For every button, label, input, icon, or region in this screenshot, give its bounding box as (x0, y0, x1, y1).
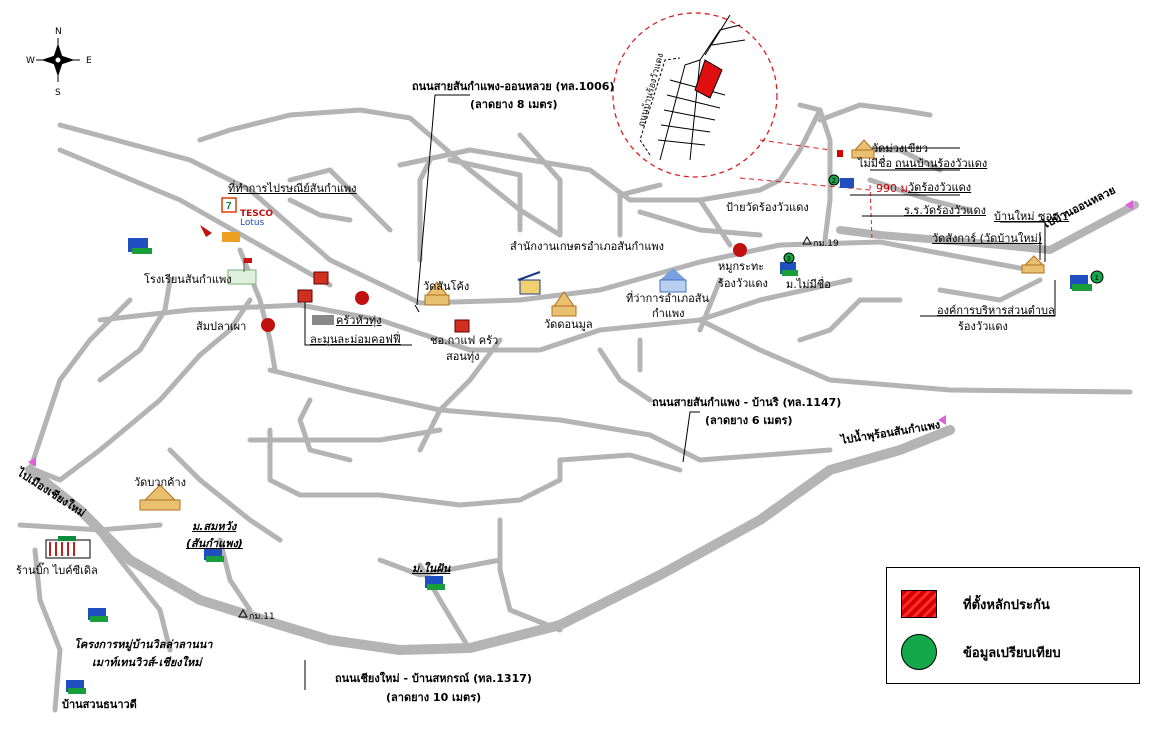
temple-icon-1 (424, 281, 450, 306)
road-1317-width-label: (ลาดยาง 10 เมตร) (386, 691, 482, 704)
label-leaders (304, 94, 1056, 690)
somwang-label-line2: (สันกำแพง) (186, 537, 243, 550)
km19-label: กม.19 (813, 239, 839, 249)
nai-fun-label: ม.ในฝัน (412, 562, 451, 575)
legend-row-collateral: ที่ตั้งหลักประกัน (901, 590, 1050, 618)
comparison-marker-2 (828, 174, 840, 186)
km11-label: กม.11 (249, 612, 275, 622)
agriculture-office-icon (517, 271, 541, 295)
comparison-number-1: 1 (1095, 274, 1099, 282)
temple-icon-4 (851, 139, 875, 159)
suan-tanawadi-label: บ้านสวนธนาวดี (62, 698, 137, 711)
seven-eleven-icon (221, 197, 237, 213)
wat-tonkueng-label: วัดสันโค้ง (423, 280, 470, 293)
wat-bokkang-label: วัดบวกค้าง (134, 476, 187, 489)
village-icon-2 (204, 548, 224, 562)
distance-label: 990 ม. (876, 182, 912, 195)
village-icon-6 (780, 262, 798, 276)
comparison-marker-1 (1090, 270, 1104, 284)
inset-plot-detail (612, 12, 873, 241)
temple-icon-3 (139, 484, 181, 511)
compass-west-label: W (26, 56, 35, 66)
restaurant-icon-3 (454, 319, 470, 333)
tesco-label: TESCO (240, 209, 274, 219)
road-1006-width-label: (ลาดยาง 8 เมตร) (470, 98, 558, 111)
village-icon-1 (128, 238, 152, 254)
school-label: โรงเรียนสันกำแพง (144, 273, 232, 286)
coffee-icon (312, 315, 334, 325)
temple-icon-2 (551, 291, 577, 317)
road-1317-label: ถนนเชียงใหม่ - บ้านสหกรณ์ (ทล.1317) (335, 672, 532, 685)
rong-road-label: ถนนบ้านร้องวัวแดง (895, 157, 988, 170)
wat-donmoon-label: วัดดอนมูล (544, 318, 593, 331)
km-marker-icon-1 (238, 608, 248, 618)
legend-collateral-label: ที่ตั้งหลักประกัน (963, 597, 1050, 613)
bigc-store-icon (45, 536, 91, 559)
wat-rong-label: วัดร้องวัวแดง (908, 181, 972, 194)
red-pin-icon-3 (733, 243, 747, 257)
compass-icon (36, 38, 80, 82)
post-office-label: ที่ทำการไปรษณีย์สันกำแพง (228, 182, 357, 195)
villa-label-line2: เมาท์เทนวิวส์-เชียงใหม่ (92, 656, 202, 669)
direction-arrow-icons (28, 200, 1133, 467)
somwang-label-line1: ม.สมหวัง (192, 520, 237, 533)
ban-mai-mee-sue-label: ไม่มีชื่อ (858, 157, 893, 170)
government-office-icon (659, 268, 687, 293)
comparison-swatch-icon (901, 634, 937, 670)
school-icon (227, 258, 257, 285)
road-1147-label: ถนนสายสันกำแพง - บ้านริ (ทล.1147) (652, 396, 842, 409)
svg-text:7: 7 (226, 201, 232, 212)
village-icon-5 (66, 680, 86, 694)
comparison-number-2: 2 (832, 177, 836, 185)
krua-hua-thung-label: ครัวหัวทุ่ง (336, 314, 382, 327)
shop-icon (222, 232, 240, 242)
sompla-label: ส้มปลาเผา (196, 320, 247, 333)
coffee-label: ละมุนละม่อมคอฟฟี่ (310, 333, 401, 346)
village-icon-7 (1070, 275, 1092, 291)
car-icon (200, 225, 212, 237)
collateral-marker (837, 150, 843, 157)
legend-row-comparison: ข้อมูลเปรียบเทียบ (901, 634, 1061, 670)
cafe-label-line1: ชอ.กาแฟ ครัว (430, 334, 499, 347)
villa-label-line1: โครงการหมู่บ้านวิลล่าลานนา (74, 638, 213, 651)
lotus-label: Lotus (240, 218, 265, 228)
agri-office-label: สำนักงานเกษตรอำเภอสันกำแพง (510, 240, 665, 253)
wat-muang-kiaw-label: วัดม่วงเขียว (872, 142, 929, 155)
comparison-marker-3 (783, 252, 795, 264)
moo-krathae-label-line2: ร้องวัวแดง (718, 277, 768, 290)
compass-south-label: S (55, 88, 61, 98)
compass-east-label: E (86, 56, 92, 66)
mai-mee-sue-label: ม.ไม่มีชื่อ (786, 278, 831, 291)
red-pin-icon-2 (261, 318, 275, 332)
cafe-label-line2: สอนทุ่ง (446, 350, 480, 363)
comparison-number-3: 3 (787, 255, 791, 263)
village-icon-4 (88, 608, 108, 622)
bus-stop-label: ป้ายวัดร้องวัวแดง (726, 201, 809, 214)
km-marker-icon-2 (802, 235, 812, 245)
collateral-swatch-icon (901, 590, 937, 618)
village-icon-8 (840, 178, 854, 188)
restaurant-icon-2 (297, 289, 313, 303)
main-roads (25, 201, 1139, 655)
ban-mai-soi-label: บ้านใหม่ ซอย 1 (994, 210, 1070, 223)
bigc-label: ร้านบิ๊ก ไบค์ซีเดิล (16, 564, 98, 577)
school-rong-label: ร.ร.วัดร้องวัวแดง (904, 204, 986, 217)
sao-label-line1: องค์การบริหารส่วนตำบล (937, 304, 1055, 317)
road-1006-label: ถนนสายสันกำแพง-ออนหลวย (ทล.1006) (412, 80, 615, 93)
legend-comparison-label: ข้อมูลเปรียบเทียบ (963, 645, 1061, 661)
compass-north-label: N (55, 27, 62, 37)
restaurant-icon-1 (313, 271, 329, 285)
map-legend: ที่ตั้งหลักประกัน ข้อมูลเปรียบเทียบ (886, 567, 1140, 684)
road-1147-width-label: (ลาดยาง 6 เมตร) (705, 414, 793, 427)
district-office-label-line2: กำแพง (652, 307, 685, 320)
district-office-label-line1: ที่ว่าการอำเภอสัน (626, 292, 709, 305)
village-icon-3 (425, 576, 445, 590)
sao-label-line2: ร้องวัวแดง (958, 320, 1008, 333)
moo-krathae-label-line1: หมูกระทะ (718, 260, 765, 273)
red-pin-icon-1 (355, 291, 369, 305)
wat-sangka-label: วัดสังการ์ (วัดบ้านใหม่) (932, 232, 1043, 245)
temple-icon-5 (1021, 255, 1045, 274)
minor-roads (17, 102, 1133, 713)
